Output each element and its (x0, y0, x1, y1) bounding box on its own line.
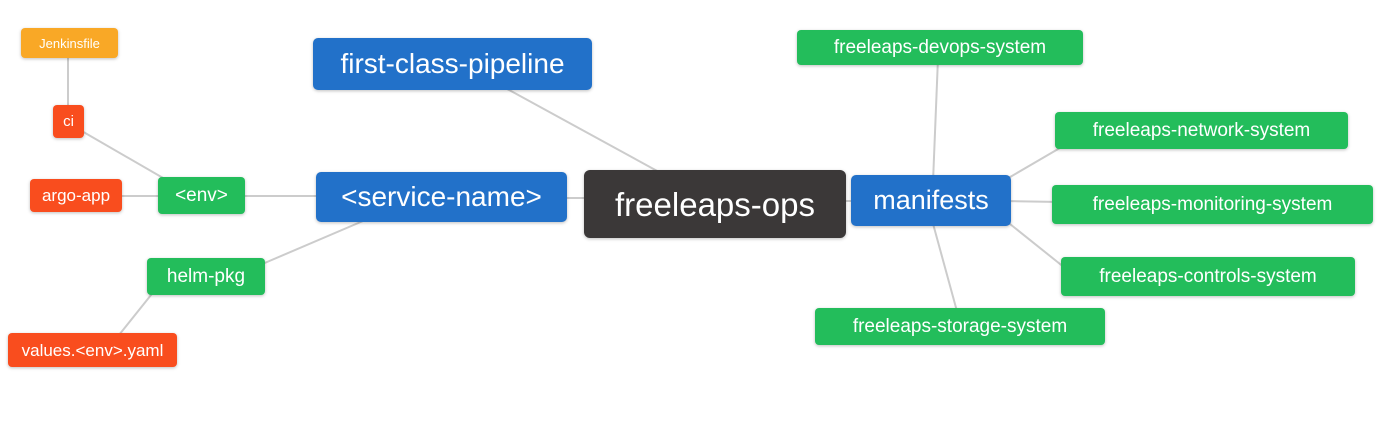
edge-manifests-network-system (1004, 144, 1066, 181)
edge-manifests-controls-system (1004, 219, 1071, 273)
node-freeleaps-ops[interactable]: freeleaps-ops (584, 170, 846, 238)
edge-helm-pkg-service-name (259, 217, 371, 266)
node-first-class-pipeline[interactable]: first-class-pipeline (313, 38, 592, 90)
edge-manifests-storage-system (931, 219, 959, 316)
node-env[interactable]: <env> (158, 177, 245, 214)
edge-ci-env (79, 129, 171, 183)
node-service-name[interactable]: <service-name> (316, 172, 567, 222)
node-freeleaps-controls-system[interactable]: freeleaps-controls-system (1061, 257, 1355, 296)
node-jenkinsfile[interactable]: Jenkinsfile (21, 28, 118, 58)
node-argo-app[interactable]: argo-app (30, 179, 122, 212)
node-helm-pkg[interactable]: helm-pkg (147, 258, 265, 295)
edge-first-class-pipeline-freeleaps-ops (499, 84, 671, 179)
node-freeleaps-devops-system[interactable]: freeleaps-devops-system (797, 30, 1083, 65)
node-freeleaps-network-system[interactable]: freeleaps-network-system (1055, 112, 1348, 149)
edge-values-env-yaml-helm-pkg (114, 289, 156, 341)
node-ci[interactable]: ci (53, 105, 84, 138)
node-freeleaps-storage-system[interactable]: freeleaps-storage-system (815, 308, 1105, 345)
edge-manifests-monitoring-system (1004, 200, 1061, 203)
node-manifests[interactable]: manifests (851, 175, 1011, 226)
node-freeleaps-monitoring-system[interactable]: freeleaps-monitoring-system (1052, 185, 1373, 224)
edge-manifests-devops-system (932, 57, 939, 183)
node-values-env-yaml[interactable]: values.<env>.yaml (8, 333, 177, 367)
